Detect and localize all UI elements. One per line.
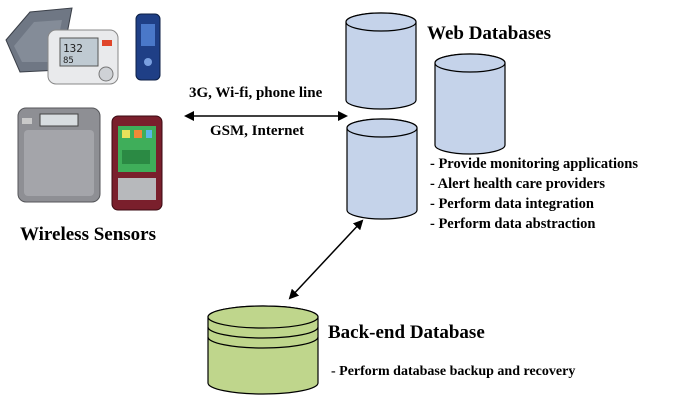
web-database-cylinder bbox=[346, 118, 418, 220]
smartphone-icon bbox=[111, 115, 163, 211]
backend-database-cylinder bbox=[207, 305, 319, 395]
list-item: - Alert health care providers bbox=[430, 176, 606, 192]
wireless-sensors-label: Wireless Sensors bbox=[20, 224, 156, 245]
web-database-cylinder bbox=[345, 12, 417, 110]
svg-text:132: 132 bbox=[63, 42, 83, 55]
web-databases-bullets: - Provide monitoring applications - Aler… bbox=[430, 154, 638, 234]
blood-pressure-monitor-icon: 132 85 bbox=[5, 7, 119, 85]
web-database-cylinder bbox=[434, 53, 506, 155]
web-databases-title: Web Databases bbox=[427, 23, 552, 44]
svg-text:85: 85 bbox=[63, 56, 74, 66]
pedometer-icon bbox=[135, 13, 161, 81]
backend-link-arrow bbox=[288, 219, 364, 300]
backend-database-title: Back-end Database bbox=[328, 322, 485, 343]
list-item: - Perform data abstraction bbox=[430, 216, 596, 232]
weight-scale-icon bbox=[17, 107, 101, 203]
backend-database-bullet: - Perform database backup and recovery bbox=[331, 364, 576, 379]
list-item: - Provide monitoring applications bbox=[430, 156, 638, 172]
list-item: - Perform data integration bbox=[430, 196, 594, 212]
connection-bottom-label: GSM, Internet bbox=[210, 123, 305, 139]
connection-top-label: 3G, Wi-fi, phone line bbox=[189, 85, 323, 101]
